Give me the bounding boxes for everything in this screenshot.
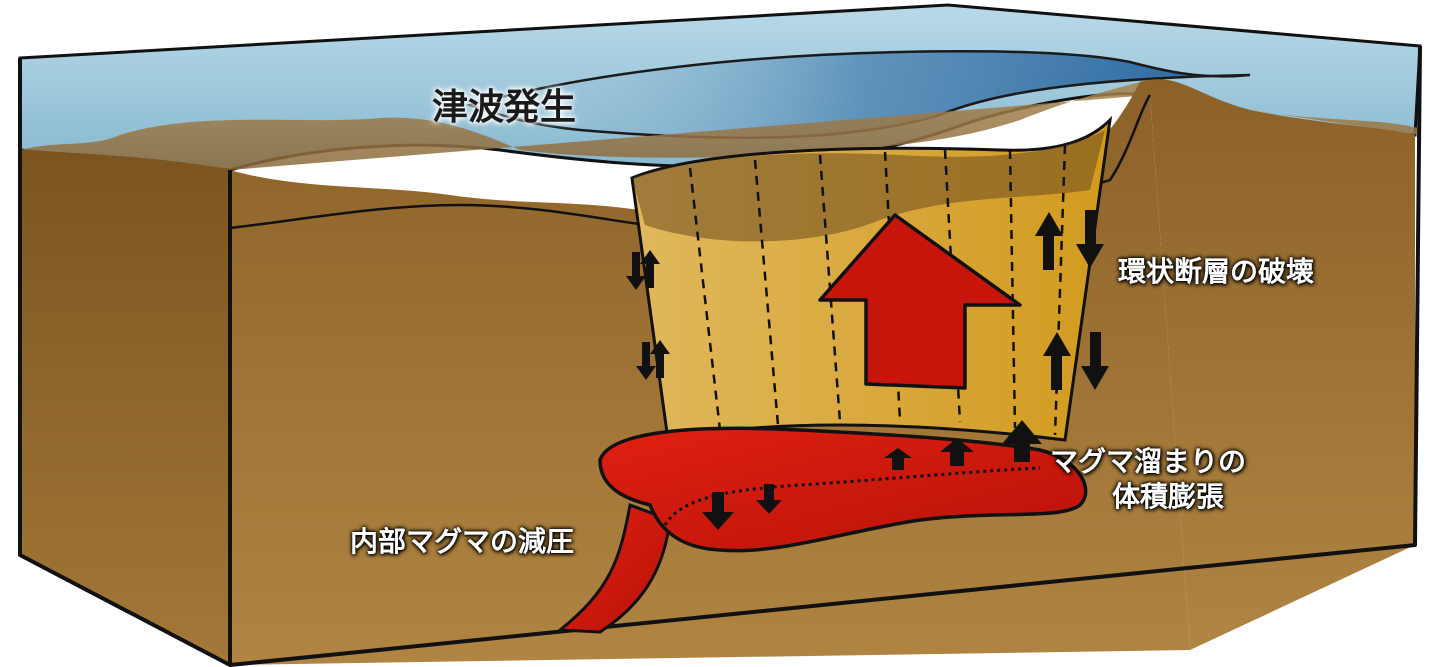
label-ring-fault-rupture: 環状断層の破壊 xyxy=(1118,255,1315,288)
decompression-arrows xyxy=(702,484,782,530)
fault-slip-arrows-left xyxy=(626,250,670,380)
label-tsunami: 津波発生 xyxy=(432,87,577,128)
ring-fault-top-outline xyxy=(631,119,1111,180)
label-magma-decompression: 内部マグマの減圧 xyxy=(350,525,575,558)
seabed-surface xyxy=(20,80,1418,170)
block-outline xyxy=(18,45,1422,667)
expansion-arrows xyxy=(884,420,1042,470)
label-chamber-line1: マグマ溜まりの xyxy=(1050,445,1247,478)
label-chamber-line2: 体積膨張 xyxy=(1112,480,1225,513)
uplift-arrow xyxy=(818,213,1022,390)
caldera-depression xyxy=(632,130,1105,242)
magma-conduit xyxy=(555,502,672,634)
earth-front-face-left xyxy=(20,150,230,665)
earth-side-face xyxy=(1140,79,1415,651)
fault-slip-arrows-right xyxy=(1035,210,1109,390)
